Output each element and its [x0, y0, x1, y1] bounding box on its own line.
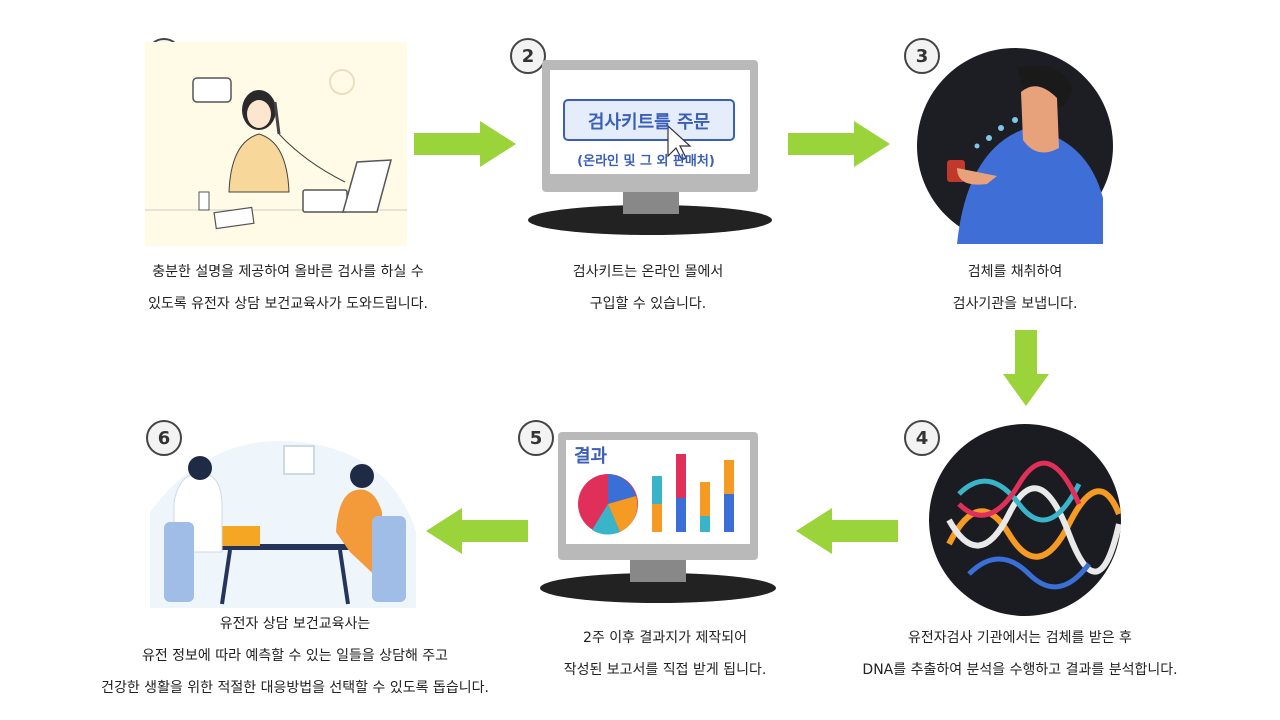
step-5-line-2: 작성된 보고서를 직접 받게 됩니다.	[563, 662, 767, 678]
step-6-badge: 6	[146, 420, 182, 456]
arrow-down	[1003, 330, 1049, 406]
step-4-line-1: 유전자검사 기관에서는 검체를 받은 후	[908, 630, 1132, 646]
result-report-monitor-illustration	[540, 432, 776, 603]
arrow-left-1	[796, 508, 898, 554]
step-5-caption: 2주 이후 결과지가 제작되어 작성된 보고서를 직접 받게 됩니다.	[510, 622, 820, 686]
step-1-caption: 충분한 설명을 제공하여 올바른 검사를 하실 수 있도록 유전자 상담 보건교…	[100, 256, 476, 320]
step-4-badge: 4	[904, 420, 940, 456]
step-6-line-3: 건강한 생활을 위한 적절한 대응방법을 선택할 수 있도록 돕습니다.	[101, 680, 489, 696]
step-3-line-1: 검체를 채취하여	[967, 264, 1063, 280]
step-2-line-1: 검사키트는 온라인 몰에서	[572, 264, 724, 280]
step-5-line-1: 2주 이후 결과지가 제작되어	[583, 630, 747, 646]
step-2-caption: 검사키트는 온라인 몰에서 구입할 수 있습니다.	[520, 256, 776, 320]
step-6-line-1: 유전자 상담 보건교육사는	[219, 616, 371, 632]
counselor-phone-illustration	[145, 42, 407, 246]
step-3-badge: 3	[904, 38, 940, 74]
step-4-caption: 유전자검사 기관에서는 검체를 받은 후 DNA를 추출하여 분석을 수행하고 …	[820, 622, 1220, 686]
step-2-badge: 2	[510, 38, 546, 74]
step-1-line-2: 있도록 유전자 상담 보건교육사가 도와드립니다.	[148, 296, 428, 312]
counseling-session-illustration	[150, 440, 416, 608]
order-kit-sub-label: (온라인 및 그 외 판매처)	[577, 154, 715, 169]
step-1-line-1: 충분한 설명을 제공하여 올바른 검사를 하실 수	[152, 264, 424, 280]
step-5-badge: 5	[518, 420, 554, 456]
dna-analysis-illustration	[929, 424, 1121, 616]
step-3-caption: 검체를 채취하여 검사기관을 보냅니다.	[900, 256, 1130, 320]
sample-collection-illustration	[917, 48, 1113, 244]
step-3-line-2: 검사기관을 보냅니다.	[952, 296, 1078, 312]
order-kit-monitor-illustration	[528, 60, 772, 235]
step-6-line-2: 유전 정보에 따라 예측할 수 있는 일들을 상담해 주고	[141, 648, 449, 664]
result-screen-title: 결과	[574, 446, 608, 467]
step-4-line-2: DNA를 추출하여 분석을 수행하고 결과를 분석합니다.	[862, 662, 1178, 678]
arrow-left-2	[426, 508, 528, 554]
step-2-line-2: 구입할 수 있습니다.	[589, 296, 707, 312]
step-6-caption: 유전자 상담 보건교육사는 유전 정보에 따라 예측할 수 있는 일들을 상담해…	[70, 608, 520, 704]
arrow-right-1	[414, 121, 516, 167]
order-kit-button-label: 검사키트를 주문	[587, 112, 711, 133]
arrow-right-2	[788, 121, 890, 167]
